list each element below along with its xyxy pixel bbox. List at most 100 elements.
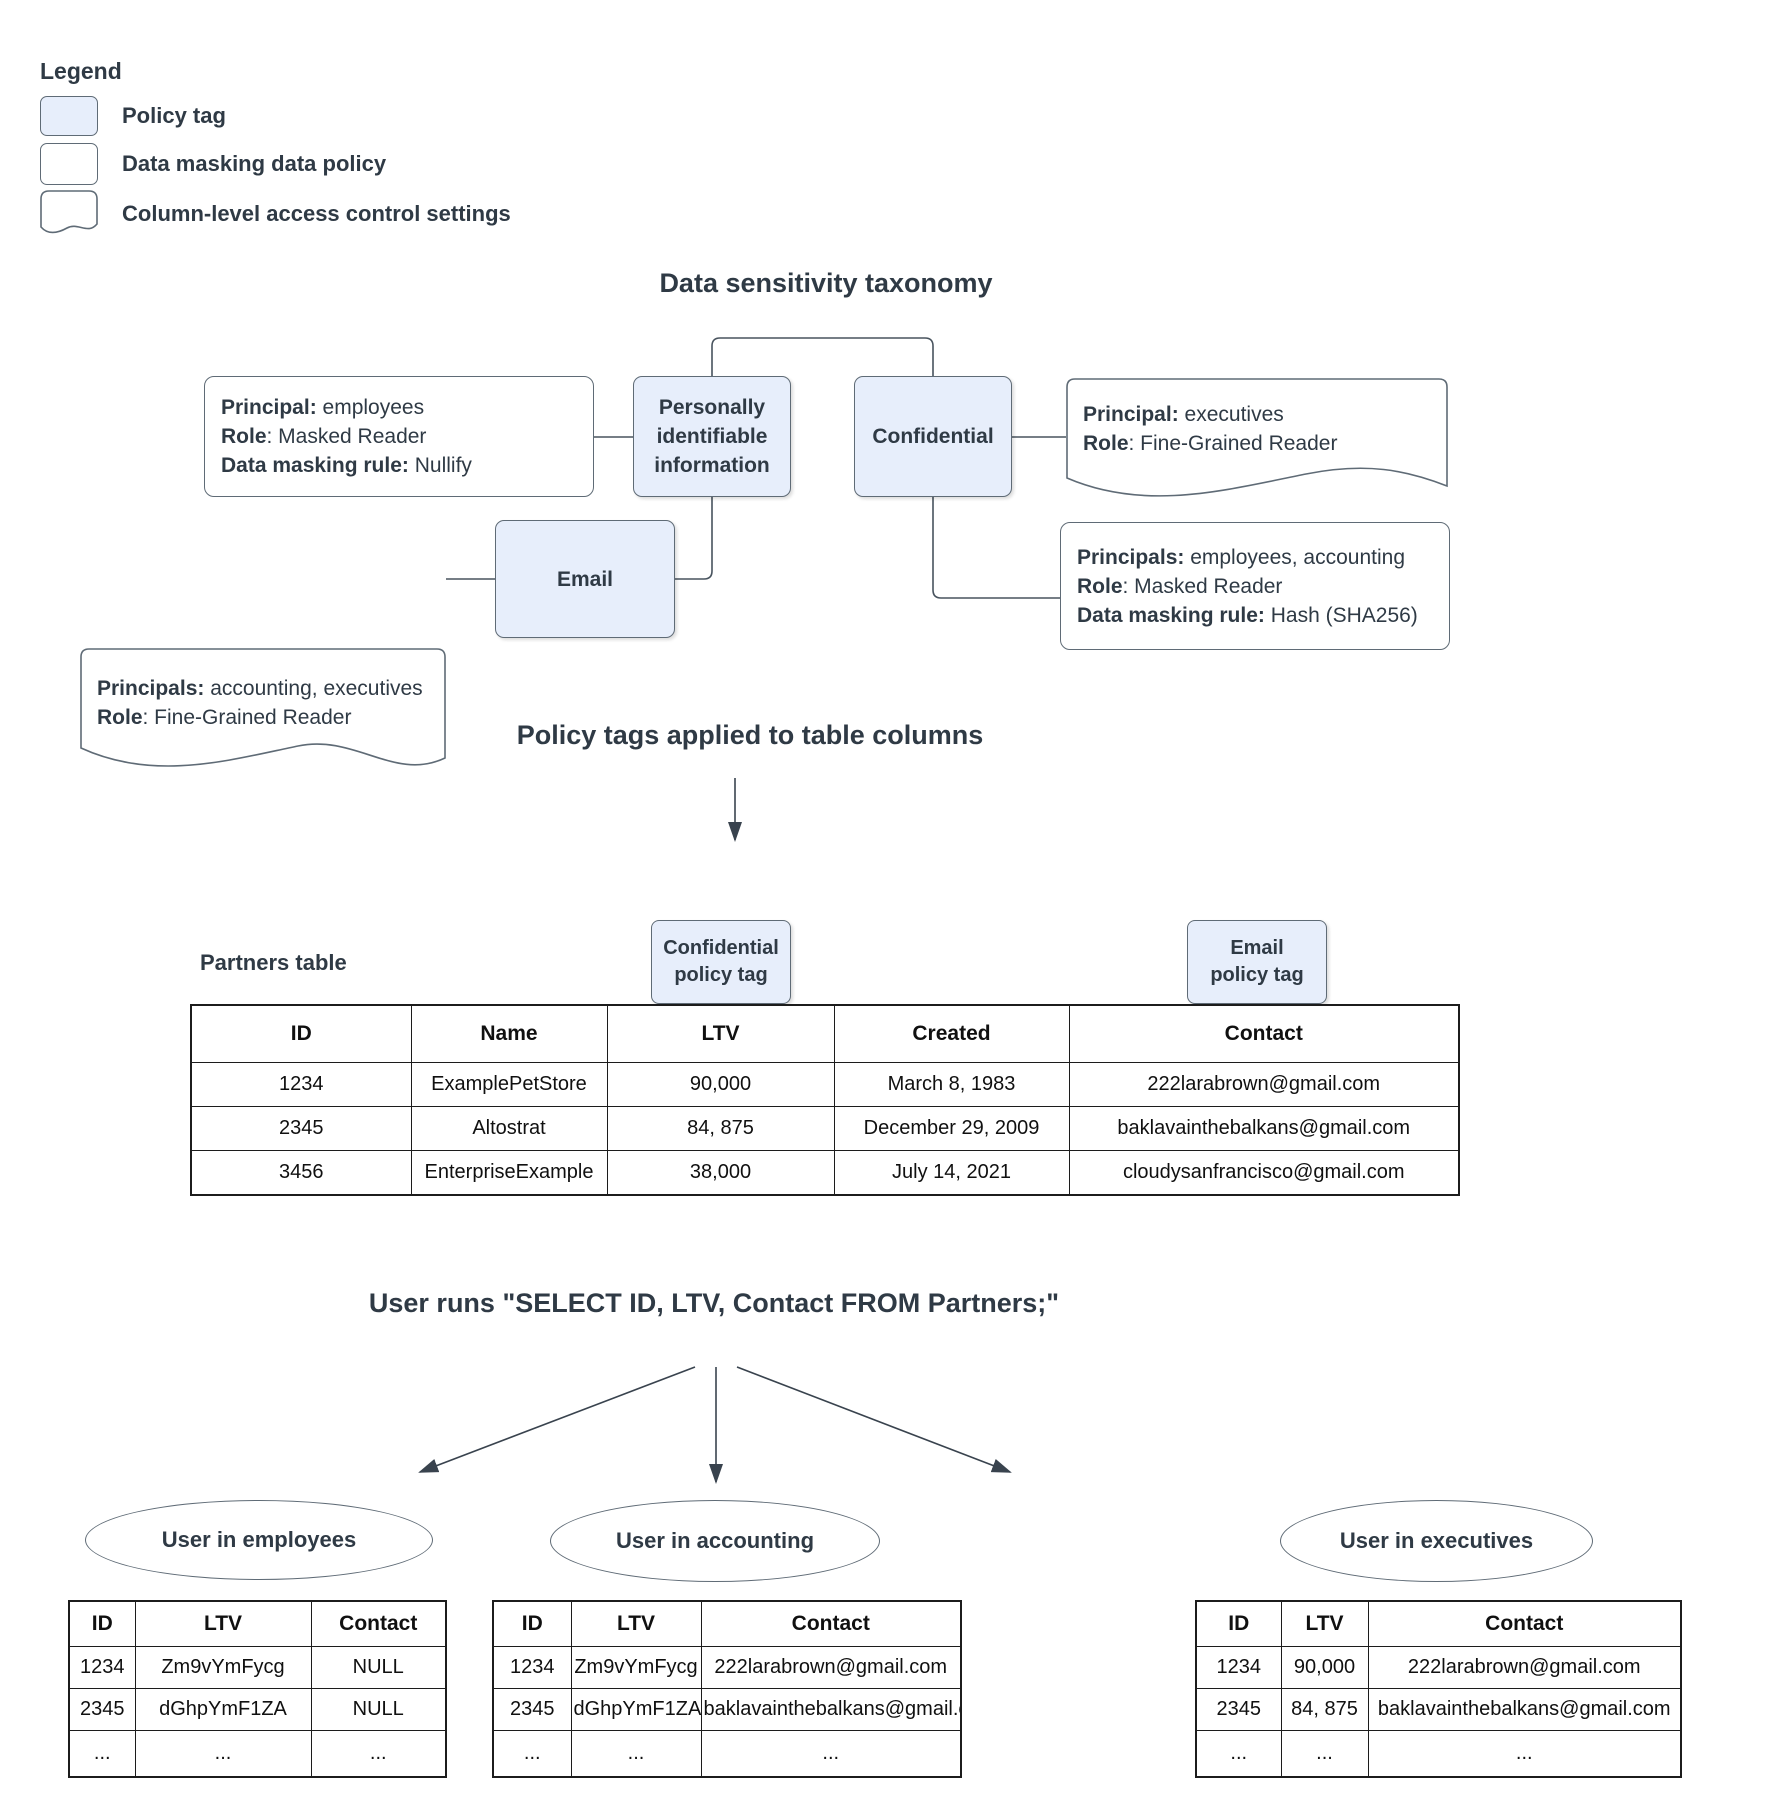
- table-cell: ...: [700, 1730, 962, 1778]
- table-cell: ...: [1195, 1730, 1282, 1778]
- table-row: .........: [68, 1730, 447, 1778]
- table-cell: ExamplePetStore: [410, 1062, 608, 1107]
- table-cell: 90,000: [1280, 1646, 1369, 1689]
- taxonomy-title: Data sensitivity taxonomy: [659, 268, 993, 298]
- column-header: Created: [833, 1004, 1070, 1063]
- column-header: ID: [68, 1600, 136, 1647]
- policy-line-label: Role: [1077, 574, 1123, 598]
- table-cell: 222larabrown@gmail.com: [700, 1646, 962, 1689]
- table-cell: 1234: [68, 1646, 136, 1689]
- table-cell: NULL: [310, 1688, 447, 1731]
- connector-confidential-to-hash: [932, 497, 1060, 599]
- applied-section-title: Policy tags applied to table columns: [516, 720, 984, 750]
- column-header: Contact: [700, 1600, 962, 1647]
- column-header: Name: [410, 1004, 608, 1063]
- column-header: LTV: [1280, 1600, 1369, 1647]
- table-cell: 84, 875: [1280, 1688, 1369, 1731]
- policy-line-label: Role: [1083, 432, 1129, 455]
- connector-email-to-pii: [675, 497, 713, 580]
- policy-line-value: Hash (SHA256): [1264, 603, 1418, 627]
- column-access-settings-swatch-icon: [40, 190, 98, 234]
- table-cell: July 14, 2021: [833, 1150, 1070, 1196]
- policy-line-label: Principals:: [97, 677, 205, 700]
- policy-tag-email: Email: [495, 520, 675, 638]
- table-cell: ...: [1367, 1730, 1682, 1778]
- arrow-to-employees-result: [418, 1366, 696, 1473]
- table-cell: 1234: [1195, 1646, 1282, 1689]
- policy-line-label: Data masking rule:: [221, 454, 409, 477]
- column-header: LTV: [134, 1600, 312, 1647]
- table-cell: cloudysanfrancisco@gmail.com: [1068, 1150, 1460, 1196]
- column-header: Contact: [1068, 1004, 1460, 1063]
- legend-item-column-access-settings: Column-level access control settings: [40, 190, 511, 238]
- policy-line-value: employees: [316, 396, 425, 419]
- table-cell: dGhpYmF1ZA: [570, 1688, 702, 1731]
- table-cell: Altostrat: [410, 1106, 608, 1151]
- table-cell: 222larabrown@gmail.com: [1068, 1062, 1460, 1107]
- table-cell: baklavainthebalkans@gmail.com: [700, 1688, 962, 1731]
- table-cell: baklavainthebalkans@gmail.com: [1068, 1106, 1460, 1151]
- legend-title: Legend: [40, 58, 122, 84]
- legend-item-policy-tag: Policy tag: [40, 96, 226, 136]
- policy-line-label: Principal:: [1083, 403, 1179, 426]
- policy-line-label: Principal:: [221, 396, 317, 419]
- table-cell: 2345: [190, 1106, 412, 1151]
- table-cell: ...: [1280, 1730, 1369, 1778]
- table-cell: 2345: [1195, 1688, 1282, 1731]
- table-cell: baklavainthebalkans@gmail.com: [1367, 1688, 1682, 1731]
- policy-line-label: Principals:: [1077, 545, 1185, 569]
- policy-tag-swatch-icon: [40, 96, 98, 136]
- column-header: Contact: [310, 1600, 447, 1647]
- access-settings-text: Principal: executives Role: Fine-Grained…: [1083, 400, 1438, 458]
- legend-item-label: Column-level access control settings: [122, 201, 511, 226]
- policy-tag-pii: Personally identifiable information: [633, 376, 791, 497]
- table-cell: ...: [492, 1730, 572, 1778]
- column-header: Contact: [1367, 1600, 1682, 1647]
- user-in-executives-oval: User in executives: [1280, 1500, 1593, 1582]
- table-cell: 3456: [190, 1150, 412, 1196]
- policy-line-label: Role: [97, 706, 143, 729]
- table-cell: dGhpYmF1ZA: [134, 1688, 312, 1731]
- table-cell: 1234: [190, 1062, 412, 1107]
- table-cell: ...: [570, 1730, 702, 1778]
- table-cell: December 29, 2009: [833, 1106, 1070, 1151]
- column-header: ID: [492, 1600, 572, 1647]
- hash-data-policy-box: Principals: employees, accounting Role: …: [1060, 522, 1450, 650]
- wavy-document-shape: [1066, 378, 1448, 497]
- table-cell: 222larabrown@gmail.com: [1367, 1646, 1682, 1689]
- user-in-employees-oval: User in employees: [85, 1500, 433, 1580]
- legend-item-label: Policy tag: [122, 103, 226, 128]
- policy-line-value: : Fine-Grained Reader: [1128, 432, 1338, 455]
- email-policy-tag-callout: Email policy tag: [1187, 920, 1327, 1004]
- table-cell: 2345: [68, 1688, 136, 1731]
- table-cell: ...: [310, 1730, 447, 1778]
- policy-line-label: Role: [221, 425, 267, 448]
- arrow-to-executives-result: [736, 1366, 1012, 1473]
- policy-line-value: : Masked Reader: [266, 425, 427, 448]
- column-header: ID: [1195, 1600, 1282, 1647]
- query-section-title: User runs "SELECT ID, LTV, Contact FROM …: [368, 1288, 1060, 1318]
- policy-line-value: : Masked Reader: [1122, 574, 1283, 598]
- table-row: .........: [492, 1730, 962, 1778]
- column-header: ID: [190, 1004, 412, 1063]
- accounting-access-settings-box: Principals: accounting, executives Role:…: [80, 648, 446, 784]
- callout-line: Email: [1230, 937, 1284, 959]
- table-cell: 90,000: [606, 1062, 835, 1107]
- column-header: LTV: [570, 1600, 702, 1647]
